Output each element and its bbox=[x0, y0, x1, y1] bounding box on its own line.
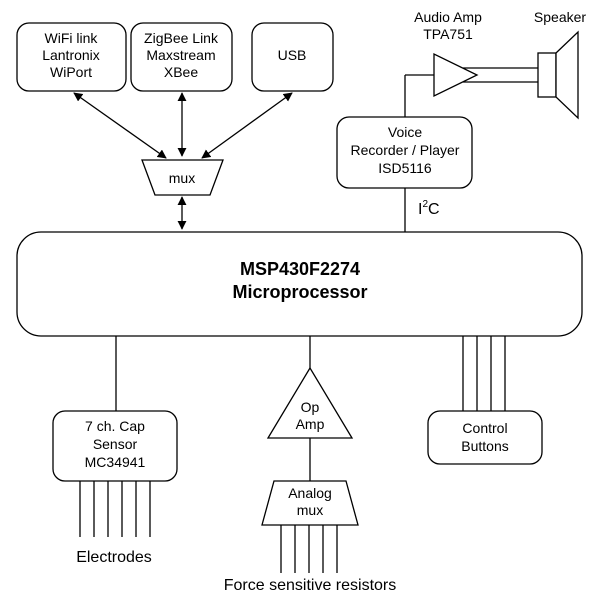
control-line-1: Control bbox=[462, 420, 507, 436]
opamp-line-1: Op bbox=[301, 399, 320, 415]
wifi-line-2: Lantronix bbox=[42, 47, 100, 63]
audio-amp-line-1: Audio Amp bbox=[414, 9, 482, 25]
mux-block: mux bbox=[141, 159, 224, 196]
voice-line-2: Recorder / Player bbox=[351, 142, 460, 158]
voice-line-1: Voice bbox=[388, 124, 422, 140]
voice-recorder-block: Voice Recorder / Player ISD5116 bbox=[336, 116, 473, 189]
mux-label: mux bbox=[169, 170, 195, 186]
electrode-leads bbox=[79, 481, 151, 537]
cap-line-2: Sensor bbox=[93, 436, 138, 452]
usb-mux-link bbox=[201, 92, 293, 159]
mcu-line-2: Microprocessor bbox=[232, 282, 367, 302]
zigbee-line-3: XBee bbox=[164, 64, 198, 80]
opamp-line-2: Amp bbox=[296, 416, 325, 432]
mcu-line-1: MSP430F2274 bbox=[240, 259, 360, 279]
audio-amp-line-2: TPA751 bbox=[423, 26, 473, 42]
fsr-leads bbox=[280, 525, 338, 573]
speaker-label: Speaker bbox=[534, 9, 586, 25]
control-line-2: Buttons bbox=[461, 438, 508, 454]
control-bus-wires bbox=[462, 336, 506, 411]
zigbee-line-1: ZigBee Link bbox=[144, 30, 219, 46]
wifi-line-3: WiPort bbox=[50, 64, 92, 80]
i2c-label: I2C bbox=[418, 199, 440, 218]
analog-mux-line-1: Analog bbox=[288, 485, 332, 501]
mcu-block: MSP430F2274 Microprocessor bbox=[16, 231, 583, 337]
cap-sensor-block: 7 ch. Cap Sensor MC34941 bbox=[52, 410, 178, 482]
analog-mux-block: Analog mux bbox=[261, 480, 359, 526]
audio-amp-block: Audio Amp TPA751 bbox=[414, 9, 482, 98]
control-buttons-block: Control Buttons bbox=[427, 410, 543, 465]
cap-line-3: MC34941 bbox=[85, 454, 146, 470]
wifi-line-1: WiFi link bbox=[45, 30, 99, 46]
voice-line-3: ISD5116 bbox=[378, 160, 432, 176]
electrodes-caption: Electrodes bbox=[76, 549, 152, 566]
op-amp-block: Op Amp bbox=[266, 366, 354, 439]
cap-line-1: 7 ch. Cap bbox=[85, 418, 145, 434]
usb-block: USB bbox=[251, 22, 334, 92]
speaker-icon: Speaker bbox=[534, 9, 586, 120]
wifi-block: WiFi link Lantronix WiPort bbox=[16, 22, 127, 92]
wifi-mux-link bbox=[73, 92, 167, 159]
fsr-caption: Force sensitive resistors bbox=[224, 577, 397, 594]
zigbee-line-2: Maxstream bbox=[146, 47, 215, 63]
zigbee-block: ZigBee Link Maxstream XBee bbox=[130, 22, 233, 92]
usb-label: USB bbox=[278, 47, 307, 63]
analog-mux-line-2: mux bbox=[297, 502, 323, 518]
